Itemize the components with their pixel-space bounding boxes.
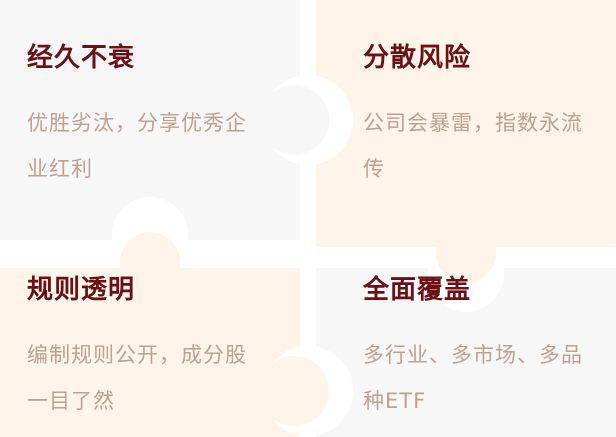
- card-panel-2: [316, 0, 616, 247]
- card-1: 经久不衰 优胜劣汰，分享优秀企业红利: [27, 42, 267, 192]
- card-4: 全面覆盖 多行业、多市场、多品种ETF: [363, 274, 603, 424]
- card-3: 规则透明 编制规则公开，成分股一目了然: [27, 274, 267, 424]
- card-desc: 编制规则公开，成分股一目了然: [27, 343, 247, 413]
- card-title: 全面覆盖: [363, 275, 472, 305]
- card-title: 经久不衰: [27, 43, 136, 73]
- puzzle-tab-fill: [120, 262, 180, 272]
- puzzle-tab: [436, 223, 496, 283]
- puzzle-tab: [259, 356, 329, 426]
- card-title: 规则透明: [27, 275, 136, 305]
- card-desc: 优胜劣汰，分享优秀企业红利: [27, 111, 247, 181]
- puzzle-tab: [259, 85, 329, 155]
- card-title: 分散风险: [363, 43, 472, 73]
- card-panel-3: [0, 268, 300, 437]
- card-desc: 多行业、多市场、多品种ETF: [363, 343, 583, 413]
- card-desc: 公司会暴雷，指数永流传: [363, 111, 583, 181]
- card-2: 分散风险 公司会暴雷，指数永流传: [363, 42, 603, 192]
